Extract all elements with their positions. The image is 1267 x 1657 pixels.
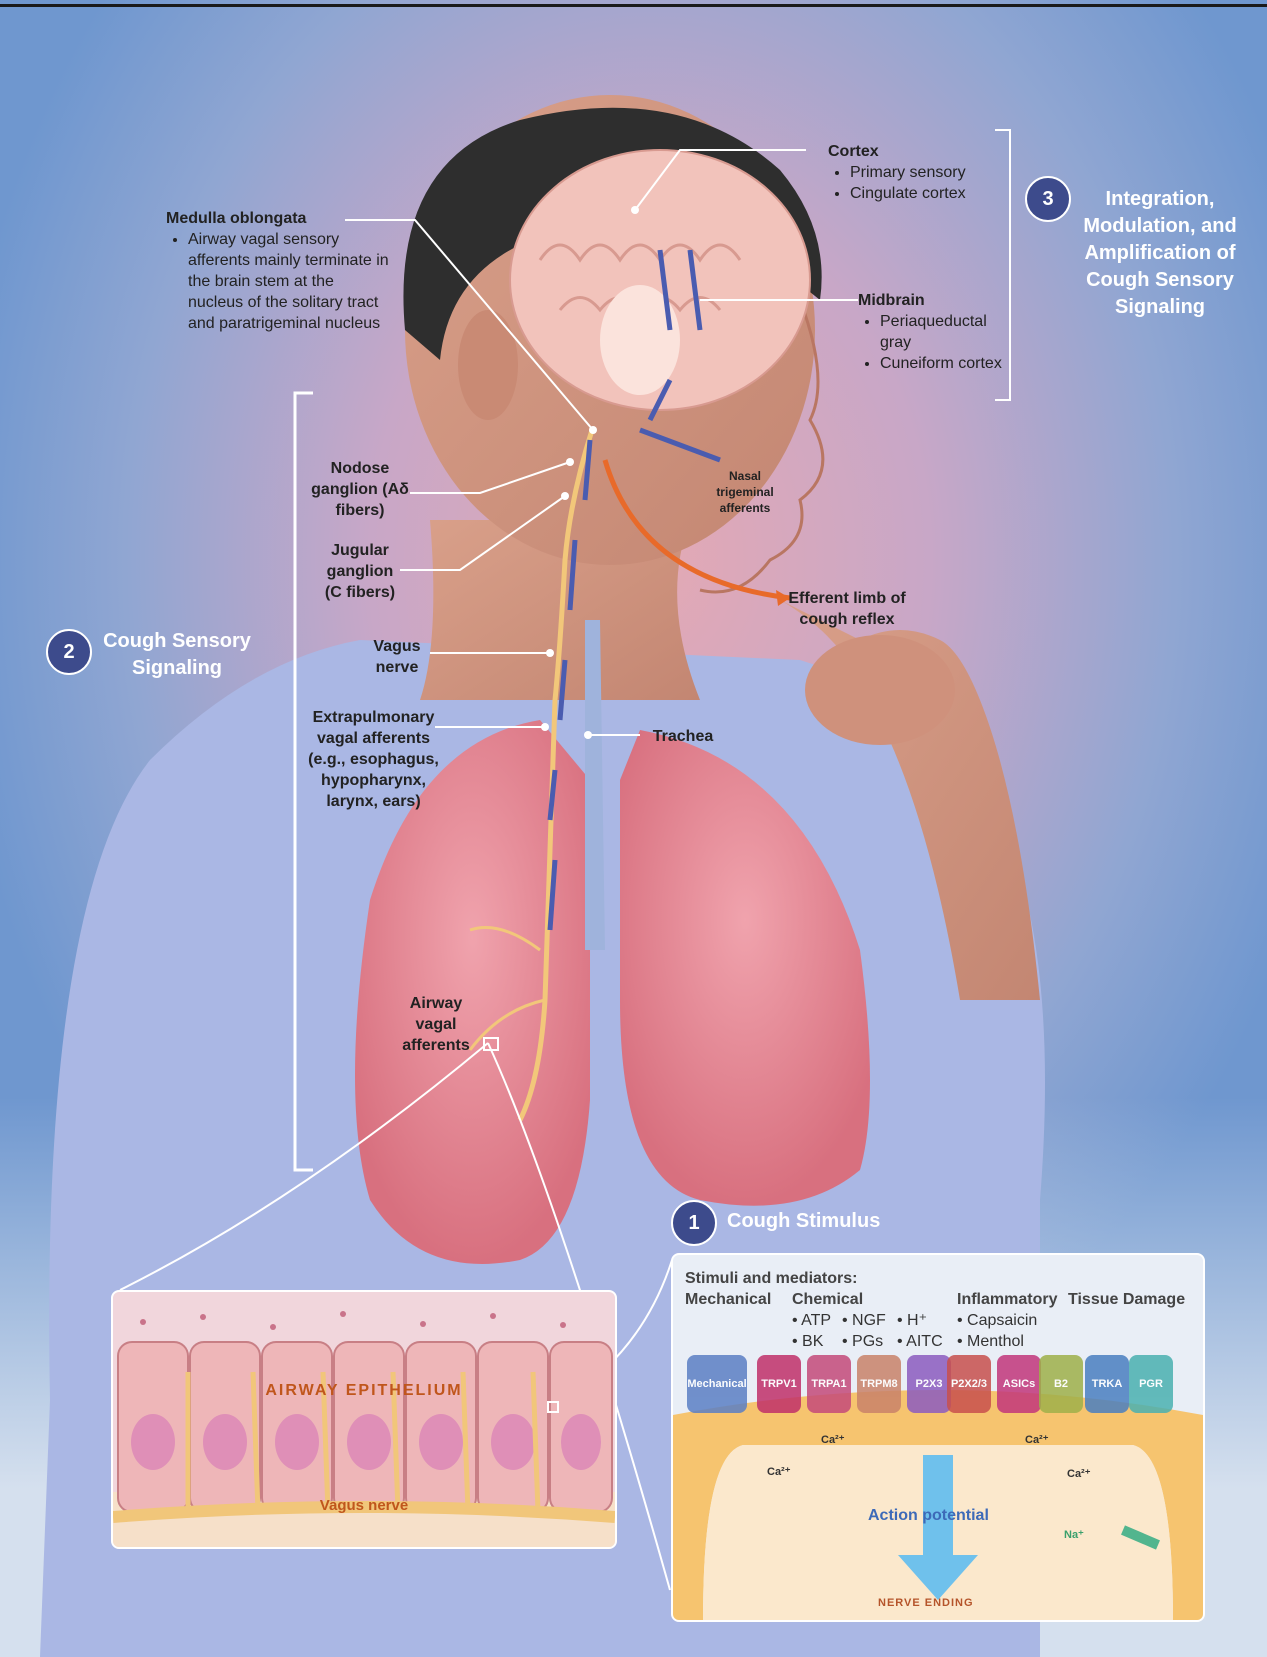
receptor-trka: TRKA <box>1085 1355 1129 1413</box>
ion-label: Na⁺ <box>1064 1528 1084 1541</box>
midbrain-title: Midbrain <box>858 290 1008 311</box>
extrapulmonary-label: Extrapulmonary vagal afferents (e.g., es… <box>306 707 441 812</box>
action-potential-label: Action potential <box>868 1507 989 1525</box>
stimulus-inset: Stimuli and mediators: Mechanical Chemic… <box>671 1253 1205 1622</box>
section-2-title: Cough Sensory Signaling <box>92 628 262 682</box>
airway-afferents-label: Airway vagal afferents <box>400 993 472 1056</box>
receptor-b2: B2 <box>1039 1355 1083 1413</box>
mediator-item: • PGs <box>842 1332 883 1352</box>
cortex-label: Cortex Primary sensory Cingulate cortex <box>828 141 988 204</box>
receptor-trpv1: TRPV1 <box>757 1355 801 1413</box>
mediator-item: • Menthol <box>957 1332 1024 1352</box>
midbrain-item: Cuneiform cortex <box>880 353 1008 374</box>
mediator-item: • AITC <box>897 1332 943 1352</box>
mediator-item: • NGF <box>842 1311 886 1331</box>
cortex-title: Cortex <box>828 141 988 162</box>
nodose-ganglion-label: Nodose ganglion (Aδ fibers) <box>310 458 410 521</box>
section-1-title: Cough Stimulus <box>727 1208 880 1235</box>
top-rule <box>0 4 1267 7</box>
epithelium-inset: AIRWAY EPITHELIUM Vagus nerve <box>111 1290 617 1549</box>
cortex-item: Primary sensory <box>850 162 988 183</box>
section-1-badge: 1 <box>671 1200 717 1246</box>
category-tissue-damage: Tissue Damage <box>1068 1290 1185 1310</box>
receptor-pgr: PGR <box>1129 1355 1173 1413</box>
ion-label: Ca²⁺ <box>821 1433 845 1446</box>
jugular-ganglion-label: Jugular ganglion (C fibers) <box>318 540 402 603</box>
stimuli-heading: Stimuli and mediators: <box>685 1269 857 1289</box>
efferent-limb-label: Efferent limb of cough reflex <box>782 588 912 630</box>
receptor-asics: ASICs <box>997 1355 1041 1413</box>
section-3-title: Integration, Modulation, and Amplificati… <box>1065 186 1255 321</box>
nasal-trigeminal-label: Nasal trigeminal afferents <box>700 468 790 516</box>
mediator-item: • BK <box>792 1332 823 1352</box>
mediator-item: • H⁺ <box>897 1311 927 1331</box>
receptor-trpa1: TRPA1 <box>807 1355 851 1413</box>
ion-label: Ca²⁺ <box>767 1465 791 1478</box>
mediator-item: • ATP <box>792 1311 831 1331</box>
fist-shape <box>805 635 955 745</box>
cortex-item: Cingulate cortex <box>850 183 988 204</box>
medulla-label: Medulla oblongata Airway vagal sensory a… <box>166 208 391 334</box>
receptor-p2x3: P2X3 <box>907 1355 951 1413</box>
ion-label: Ca²⁺ <box>1067 1467 1091 1480</box>
midbrain-item: Periaqueductal gray <box>880 311 1008 353</box>
ear-shape <box>458 310 518 420</box>
vagus-nerve-label: Vagus nerve <box>366 636 428 678</box>
epithelium-title: AIRWAY EPITHELIUM <box>113 1382 615 1400</box>
receptor-mechanical: Mechanical <box>687 1355 747 1413</box>
epithelium-nerve-label: Vagus nerve <box>113 1497 615 1514</box>
section-2-badge: 2 <box>46 629 92 675</box>
ion-label: Ca²⁺ <box>1025 1433 1049 1446</box>
trachea-label: Trachea <box>648 726 718 747</box>
nerve-ending-label: NERVE ENDING <box>878 1597 974 1609</box>
category-inflammatory: Inflammatory <box>957 1290 1057 1310</box>
medulla-item: Airway vagal sensory afferents mainly te… <box>188 229 391 334</box>
mediator-item: • Capsaicin <box>957 1311 1037 1331</box>
category-chemical: Chemical <box>792 1290 863 1310</box>
receptor-p2x2-3: P2X2/3 <box>947 1355 991 1413</box>
category-mechanical: Mechanical <box>685 1290 771 1310</box>
midbrain-label: Midbrain Periaqueductal gray Cuneiform c… <box>858 290 1008 374</box>
receptor-trpm8: TRPM8 <box>857 1355 901 1413</box>
medulla-title: Medulla oblongata <box>166 208 391 229</box>
